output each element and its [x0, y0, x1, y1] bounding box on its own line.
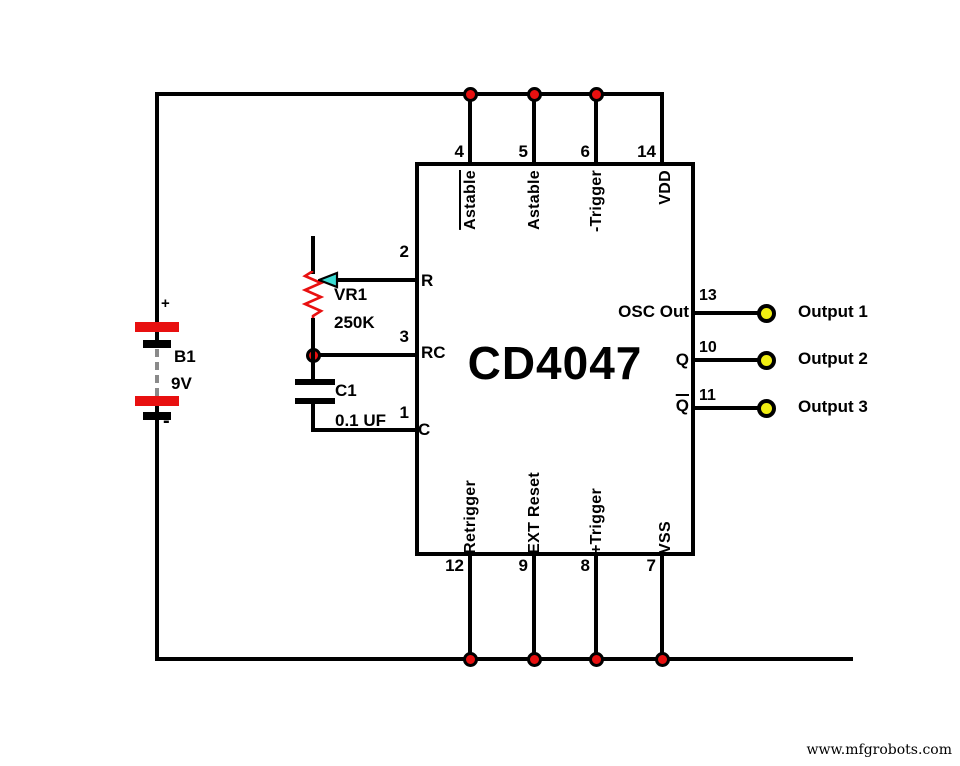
cap-top-wire	[311, 357, 315, 380]
pin-number-13: 13	[699, 287, 717, 304]
cap-ref: C1	[335, 381, 357, 400]
pin-number-4: 4	[454, 142, 464, 161]
pot-value: 250K	[334, 313, 375, 332]
pin-label-pos-trigger: +Trigger	[588, 488, 605, 554]
wire-pin1	[311, 428, 419, 432]
wire-pin8	[594, 552, 598, 661]
wire-pin13	[692, 311, 760, 315]
cap-plate	[295, 398, 335, 404]
battery-plus-sign: +	[161, 295, 170, 312]
wire-pin3	[313, 353, 419, 357]
wire-pin11	[692, 406, 760, 410]
pin-number-9: 9	[518, 556, 528, 575]
pin-number-3: 3	[399, 327, 409, 346]
ic-name: CD4047	[467, 337, 643, 389]
junction-dot	[527, 87, 542, 102]
wire-pin5	[532, 92, 536, 166]
wire-pin6	[594, 92, 598, 166]
pin-number-10: 10	[699, 339, 717, 356]
junction-dot	[527, 652, 542, 667]
junction-dot	[463, 87, 478, 102]
output-terminal-1	[757, 304, 776, 323]
wire-left-lower	[155, 400, 159, 657]
pin-label-neg-trigger: -Trigger	[588, 170, 605, 232]
battery-cell-divider	[155, 349, 159, 396]
wire-pin12	[468, 552, 472, 661]
wire-pin10	[692, 358, 760, 362]
pin-label-ext-reset: EXT Reset	[526, 472, 543, 554]
junction-dot	[655, 652, 670, 667]
pot-ref: VR1	[334, 285, 368, 304]
wire-pin9	[532, 552, 536, 661]
battery-plate-positive	[135, 396, 179, 406]
junction-dot	[589, 652, 604, 667]
battery-plate-negative	[143, 412, 171, 420]
wire-top-rail	[155, 92, 664, 96]
pin-number-8: 8	[580, 556, 590, 575]
output-label-2: Output 2	[798, 349, 868, 368]
output-label-3: Output 3	[798, 397, 868, 416]
pin-number-5: 5	[518, 142, 528, 161]
pin-number-11: 11	[699, 387, 716, 404]
pin-number-14: 14	[637, 142, 656, 161]
pin-number-2: 2	[399, 242, 409, 261]
pin-label-q: Q	[675, 350, 689, 369]
wire-pin14	[660, 92, 664, 166]
wire-left-upper	[155, 92, 159, 345]
junction-dot	[589, 87, 604, 102]
pin-label-osc-out: OSC Out	[618, 302, 689, 321]
junction-dot	[463, 652, 478, 667]
pin-label-astable-not: Astable	[462, 170, 479, 230]
pin-label-rc: RC	[421, 343, 446, 362]
battery-plate-positive	[135, 322, 179, 332]
wire-pin7	[660, 552, 664, 661]
pin-label-c: C	[418, 420, 431, 439]
wire-pin4	[468, 92, 472, 166]
resistor-zigzag-icon	[301, 271, 325, 321]
output-terminal-3	[757, 399, 776, 418]
pin-number-12: 12	[445, 556, 464, 575]
output-label-1: Output 1	[798, 302, 868, 321]
pin-number-6: 6	[580, 142, 590, 161]
pin-number-1: 1	[399, 403, 409, 422]
wiper-arrow-icon	[318, 271, 339, 289]
wire-pin2	[336, 278, 419, 282]
pin-label-astable: Astable	[526, 170, 543, 230]
battery-value: 9V	[171, 374, 192, 393]
battery-plate-negative	[143, 340, 171, 348]
watermark-url: www.mfgrobots.com	[806, 742, 952, 758]
ic-body	[415, 162, 695, 556]
pin-label-vdd: VDD	[657, 170, 674, 205]
output-terminal-2	[757, 351, 776, 370]
pin-label-q-not: Q	[675, 396, 689, 415]
cap-bottom-wire	[311, 404, 315, 432]
cap-value: 0.1 UF	[335, 411, 387, 430]
cap-plate	[295, 379, 335, 385]
pin-number-7: 7	[646, 556, 656, 575]
pin-label-r: R	[421, 271, 434, 290]
wire-bottom-rail	[155, 657, 853, 661]
pin-label-vss: VSS	[657, 521, 674, 554]
battery-ref: B1	[174, 347, 196, 366]
pot-bottom-wire	[311, 318, 315, 357]
battery-minus-sign: -	[163, 410, 170, 432]
pot-top-stub-wire	[311, 236, 315, 274]
pin-label-retrigger: Retrigger	[462, 480, 479, 554]
